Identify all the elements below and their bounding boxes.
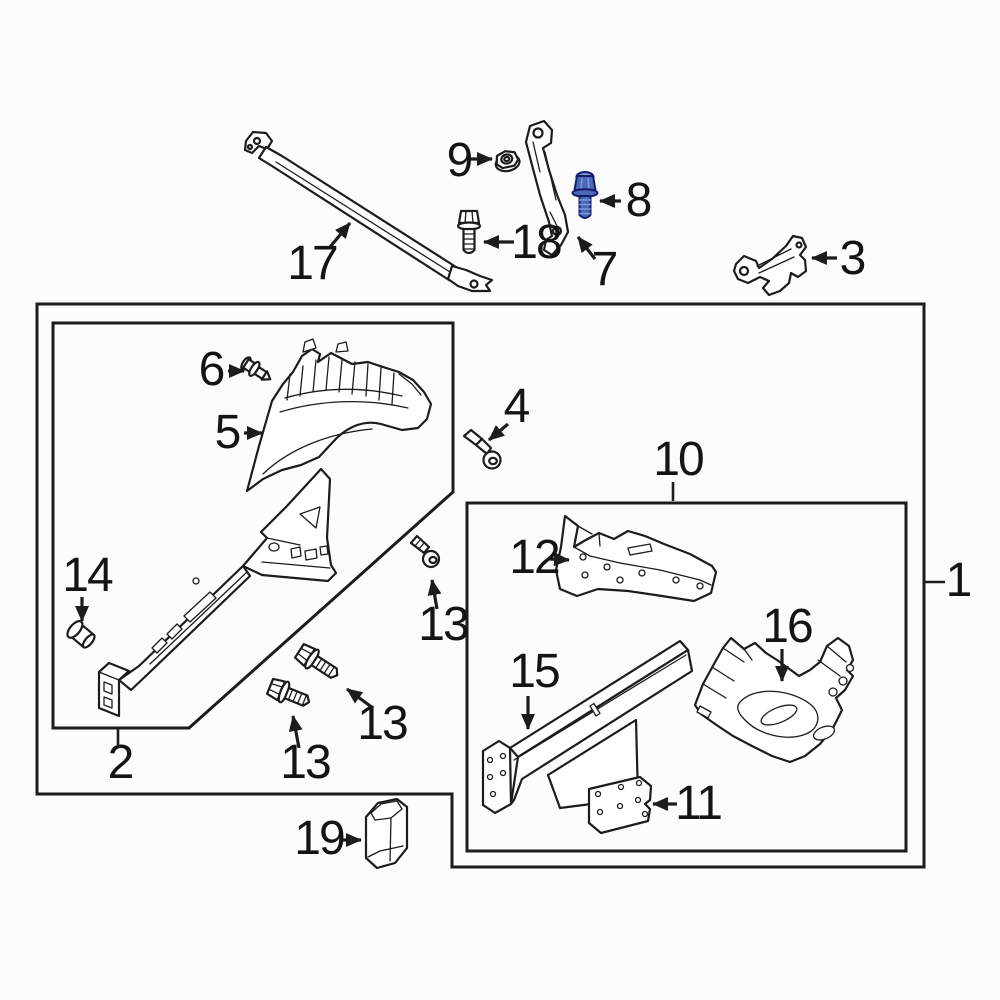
callout-label-19: 19: [294, 812, 345, 865]
callout-label-5: 5: [214, 406, 242, 459]
part-7-brace-drawing: [524, 119, 570, 257]
part-18-bolt-drawing: [456, 209, 482, 255]
callout-label-4: 4: [503, 380, 531, 433]
callout-label-1: 1: [945, 554, 973, 607]
part-2-rail-drawing: [97, 467, 338, 718]
arrow-to-part-12: [549, 552, 570, 567]
part-13-bolt-c-drawing: [265, 677, 311, 707]
arrow-to-part-17: [328, 221, 352, 249]
callout-label-14: 14: [62, 549, 113, 602]
arrow-to-part-4: [487, 422, 510, 442]
callout-label-17: 17: [287, 237, 338, 290]
part-14-rivet-drawing: [66, 620, 96, 649]
callout-label-13c: 13: [280, 736, 331, 789]
callout-label-13b: 13: [357, 697, 408, 750]
part-19-sleeve-drawing: [364, 797, 409, 870]
callout-label-16: 16: [762, 600, 813, 653]
callout-label-10: 10: [653, 433, 704, 486]
callout-label-11: 11: [675, 777, 723, 830]
part-9-nut-drawing: [494, 150, 521, 173]
part-13-bolt-b-drawing: [293, 643, 339, 679]
callout-label-13a: 13: [418, 598, 469, 651]
part-5-apron-panel-drawing: [245, 338, 433, 493]
callout-label-3: 3: [839, 232, 867, 285]
part-4-screw-drawing: [462, 428, 502, 470]
arrow-to-part-13c: [288, 715, 303, 749]
part-3-bracket-drawing: [732, 234, 808, 297]
assembly-box-2: [51, 321, 455, 730]
callout-label-9: 9: [446, 134, 474, 187]
part-17-crossmember-drawing: [243, 130, 494, 293]
assembly-box-1: [35, 302, 926, 869]
arrow-to-part-13b: [346, 687, 374, 710]
part-16-apron-assembly-drawing: [693, 636, 855, 764]
callout-label-7: 7: [591, 243, 619, 296]
part-11-plate-drawing: [587, 775, 653, 835]
assembly-box-10: [465, 501, 908, 853]
callout-label-18: 18: [511, 216, 562, 269]
callout-label-8: 8: [625, 174, 653, 227]
callout-label-15: 15: [509, 645, 560, 698]
callout-label-6: 6: [198, 343, 226, 396]
callout-label-12: 12: [509, 531, 560, 584]
part-8-bolt-highlighted-drawing: [571, 171, 599, 219]
callout-label-2: 2: [107, 736, 135, 789]
part-13-bolt-a-drawing: [409, 534, 441, 569]
part-12-bracket-drawing: [554, 514, 718, 603]
arrow-to-part-13a: [427, 579, 442, 610]
part-6-pin-drawing: [240, 356, 272, 381]
arrow-to-part-7: [576, 236, 597, 260]
